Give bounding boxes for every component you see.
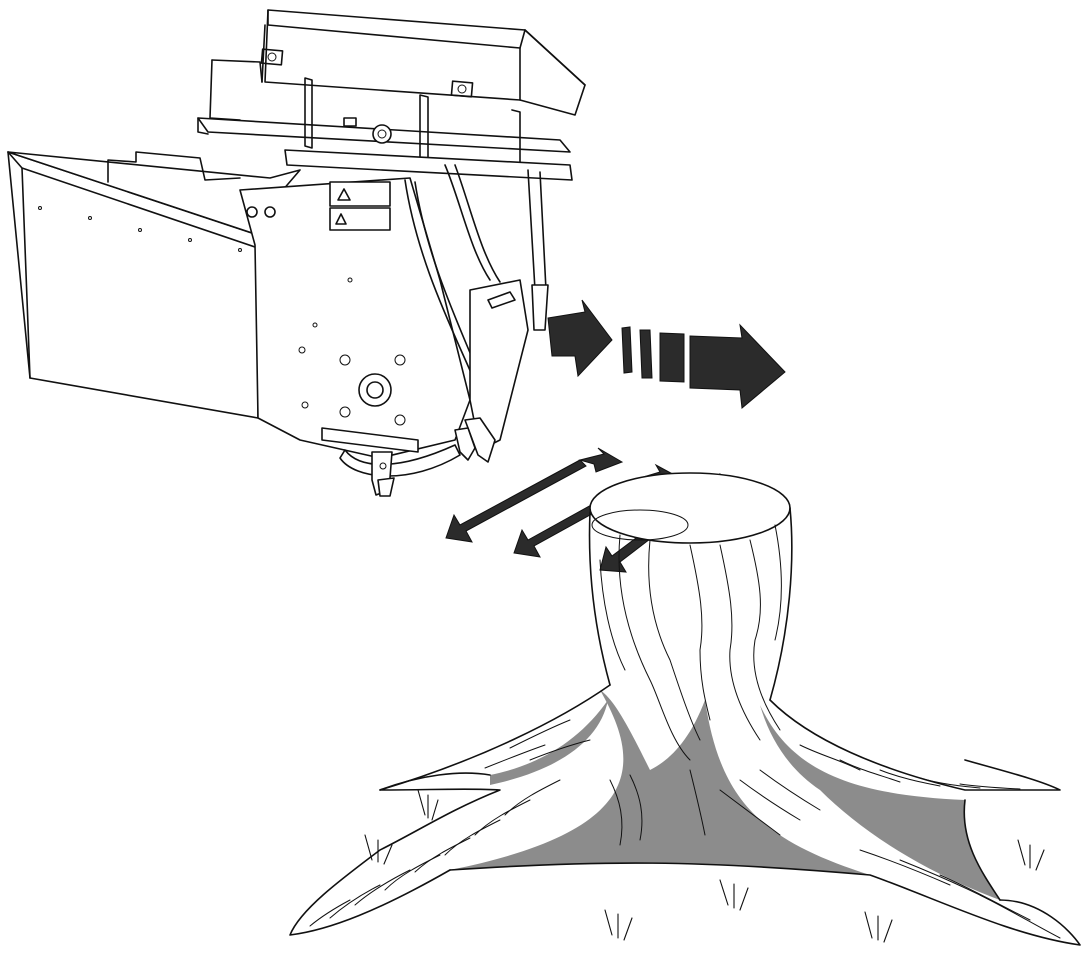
- root-grain-left: [309, 719, 591, 927]
- mounting-bracket: [197, 9, 586, 181]
- stump-grinder-attachment: [7, 9, 586, 497]
- root-grain-right: [719, 744, 1061, 939]
- warning-triangle-icon: [335, 213, 347, 225]
- warning-label: [329, 181, 391, 207]
- discharge-chute: [7, 151, 301, 419]
- grinder-housing: [239, 177, 529, 459]
- hydraulic-hose: [444, 164, 549, 331]
- warning-triangle-icon: [337, 188, 351, 201]
- cutter-wheel: [321, 417, 496, 497]
- stump-top: [589, 472, 791, 544]
- root-shadow: [450, 690, 870, 875]
- horizontal-movement-arrow: [547, 299, 786, 409]
- grass-tufts: [364, 789, 1045, 943]
- tree-stump: [289, 472, 1081, 946]
